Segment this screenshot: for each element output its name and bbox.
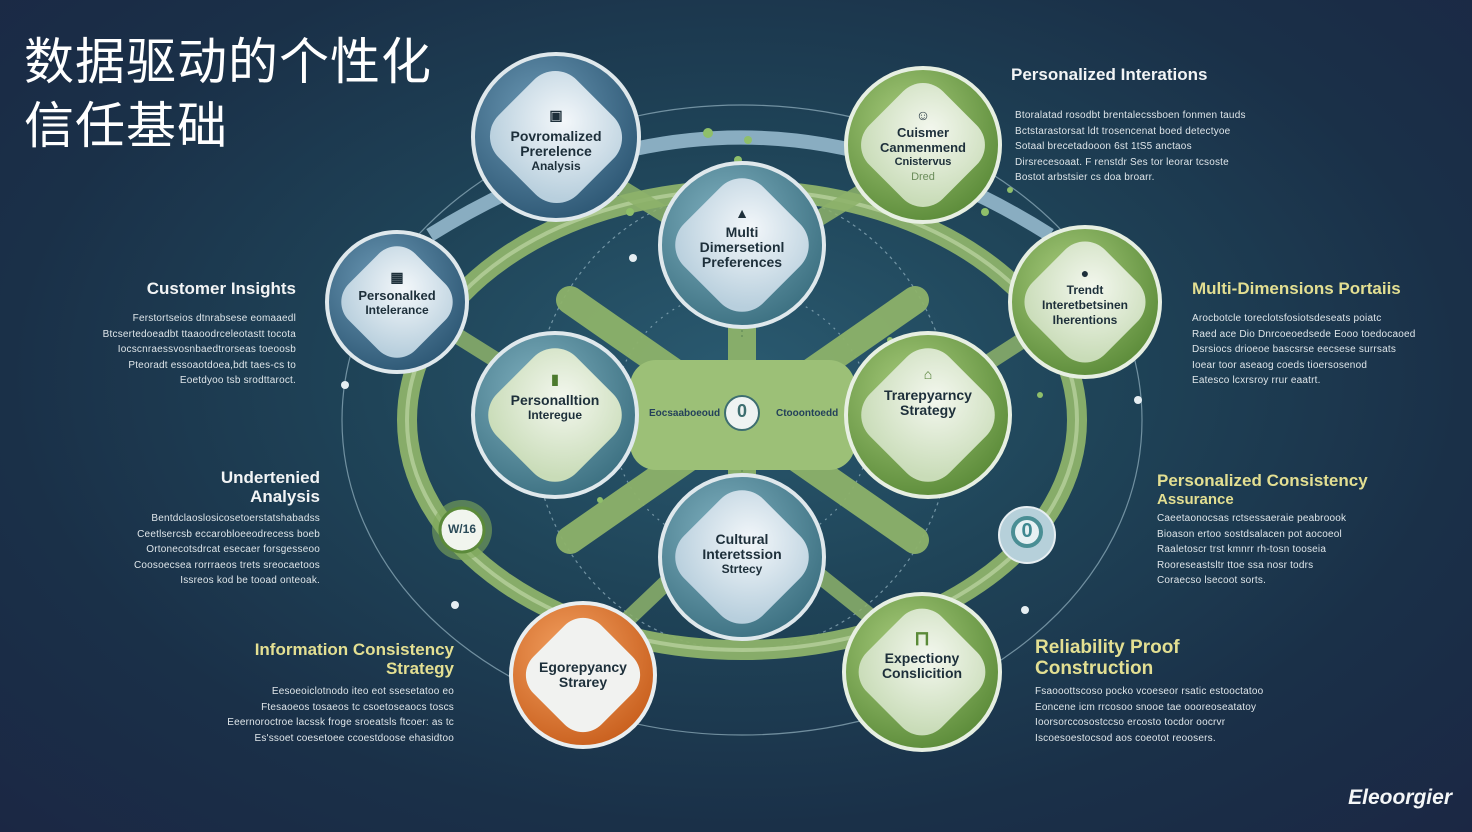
title-line-2: 信任基础: [24, 97, 228, 155]
section-title-personalized-consistency: Personalized Consistency Assurance: [1157, 471, 1368, 508]
section-desc-personalized-interations: Btoralatad rosodbt brentalecssboen fonme…: [1015, 110, 1246, 183]
center-badge-shape: [724, 395, 760, 431]
right-badge: 0: [1021, 520, 1033, 542]
node-bottom-left-shape: [509, 601, 657, 749]
section-title-multi-dimensions: Multi-Dimensions Portaiis: [1192, 279, 1401, 298]
section-title-personalized-interations: Personalized Interations: [1011, 65, 1208, 84]
lock-icon: ⊓: [914, 628, 930, 650]
section-desc-customer-insights: Ferstortseios dtnrabsese eomaaedl Btcser…: [102, 313, 296, 386]
node-top-left-shape: [471, 52, 641, 222]
node-bottom-right-shape: [842, 592, 1002, 752]
node-top-left[interactable]: ▣ Povromalized Prerelence Analysis: [486, 108, 626, 174]
brand-logo-text: Eleoorgier: [1348, 786, 1452, 809]
section-title-information-consistency: Information Consistency Strategy: [254, 640, 454, 678]
node-bottom-left[interactable]: Egorepyancy Strarey: [539, 659, 627, 690]
node-center-right[interactable]: ⌂ Trarepyarncy Strategy: [858, 367, 998, 418]
document-icon: ▣: [549, 107, 563, 123]
person-icon: ▮: [551, 371, 559, 387]
center-right-label: Ctooontoedd: [776, 408, 839, 419]
user-icon: ☺: [915, 107, 931, 123]
node-top-right[interactable]: ☺ Cuismer Canmenmend Cnistervus Dred: [853, 108, 993, 185]
node-top-right-shape: [844, 66, 1002, 224]
section-desc-understanded-analysis: Bentdclaoslosicosetoerstatshabadss Ceetl…: [133, 513, 320, 586]
page-title: 数据驱动的个性化 信任基础: [24, 30, 432, 158]
section-title-reliability-proof: Reliability Proof Construction: [1035, 637, 1180, 679]
box-icon: ▦: [390, 269, 404, 285]
node-center-left[interactable]: ▮ Personalltion Interegue: [485, 372, 625, 423]
center-left-label: Eocsaaboeoud: [649, 408, 721, 419]
tag-icon: ●: [1080, 265, 1090, 281]
node-mid-left[interactable]: ▦ Personalked Intelerance: [327, 270, 467, 318]
right-badge-shape: [998, 506, 1056, 564]
section-desc-personalized-consistency: Caeetaonocsas rctsessaeraie peabroook Bi…: [1157, 513, 1347, 586]
node-center-left-shape: [471, 331, 639, 499]
node-bottom-right[interactable]: ⊓ Expectiony Conslicition: [852, 628, 992, 681]
node-center-bottom-shape: [658, 473, 826, 641]
center-badge: 0: [736, 401, 747, 421]
home-icon: ⌂: [923, 366, 933, 382]
section-title-customer-insights: Customer Insights: [146, 279, 296, 298]
title-line-1: 数据驱动的个性化: [24, 33, 432, 91]
section-desc-reliability-proof: Fsaooottscoso pocko vcoeseor rsatic esto…: [1035, 686, 1264, 744]
node-center-top-shape: [658, 161, 826, 329]
lock-icon: ▲: [735, 205, 749, 221]
section-desc-information-consistency: Eesoeoiclotnodo iteo eot ssesetatoo eo F…: [227, 686, 454, 744]
node-center-bottom[interactable]: Cultural Interetssion Strtecy: [702, 531, 782, 577]
node-mid-right-shape: [1008, 225, 1162, 379]
left-badge-shape: [432, 500, 492, 560]
left-badge: W/16: [447, 522, 476, 536]
node-center-right-shape: [844, 331, 1012, 499]
node-center-top[interactable]: ▲ Multi Dimersetionl Preferences: [672, 206, 812, 270]
section-title-understanded-analysis: Undertenied Analysis: [220, 468, 320, 506]
section-desc-multi-dimensions: Arocbotcle toreclotsfosiotsdeseats poiat…: [1192, 313, 1416, 386]
node-mid-left-shape: [325, 230, 469, 374]
node-mid-right[interactable]: ● Trendt Interetbetsinen Iherentions: [1015, 266, 1155, 328]
